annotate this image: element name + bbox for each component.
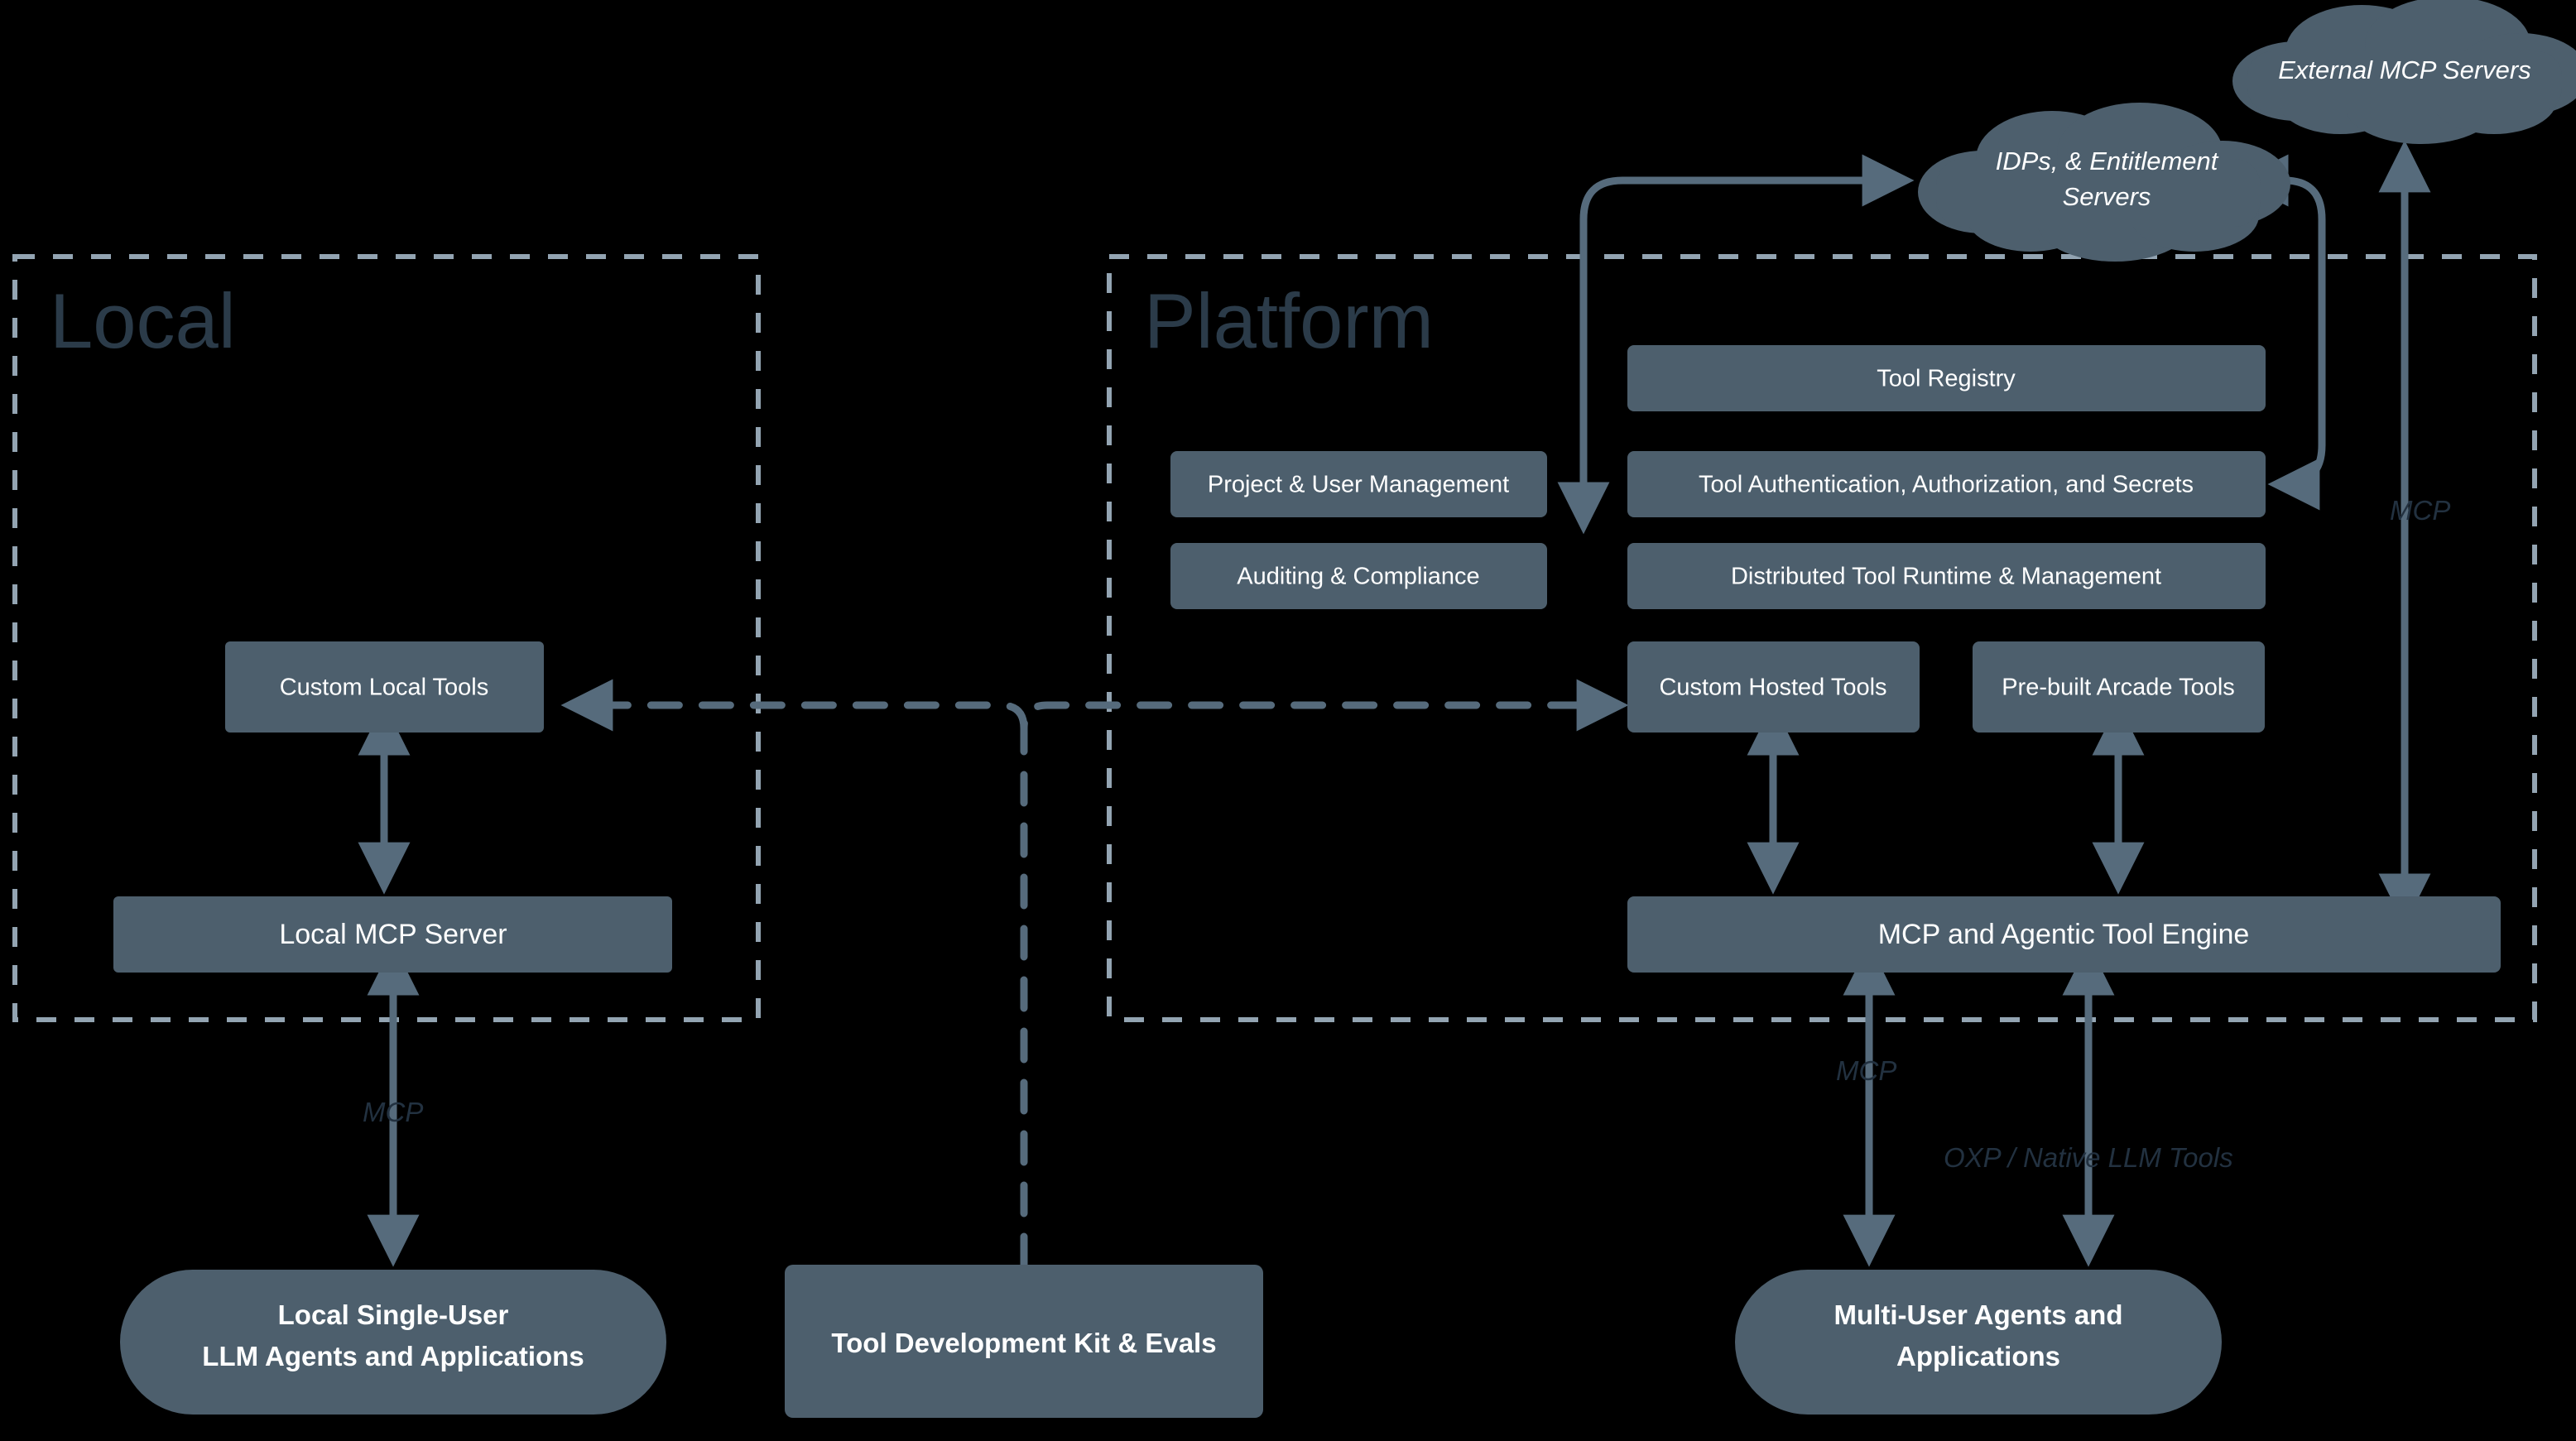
node-prebuilt-arcade-tools-label: Pre-built Arcade Tools bbox=[2002, 675, 2235, 701]
node-local-mcp-server-label: Local MCP Server bbox=[279, 919, 507, 950]
edge-label-mcp-agents: MCP bbox=[1836, 1055, 1896, 1086]
edge-toolkit-branch bbox=[560, 679, 1629, 1269]
node-tool-authentication-label: Tool Authentication, Authorization, and … bbox=[1699, 472, 2194, 498]
node-local-single-user-agents[interactable]: Local Single-User LLM Agents and Applica… bbox=[120, 1270, 666, 1415]
node-multi-user-agents-line1: Multi-User Agents and bbox=[1834, 1299, 2123, 1330]
node-custom-hosted-tools[interactable]: Custom Hosted Tools bbox=[1627, 641, 1920, 733]
node-tool-development-kit[interactable]: Tool Development Kit & Evals bbox=[785, 1265, 1263, 1418]
edge-label-mcp-local: MCP bbox=[363, 1097, 423, 1127]
node-local-mcp-server[interactable]: Local MCP Server bbox=[113, 896, 672, 973]
node-mcp-agentic-tool-engine[interactable]: MCP and Agentic Tool Engine bbox=[1627, 896, 2501, 973]
node-local-single-user-agents-line2: LLM Agents and Applications bbox=[202, 1341, 584, 1371]
node-tool-registry[interactable]: Tool Registry bbox=[1627, 345, 2266, 411]
node-prebuilt-arcade-tools[interactable]: Pre-built Arcade Tools bbox=[1973, 641, 2265, 733]
node-project-user-management-label: Project & User Management bbox=[1208, 472, 1509, 498]
node-custom-local-tools[interactable]: Custom Local Tools bbox=[225, 641, 544, 733]
node-distributed-tool-runtime-label: Distributed Tool Runtime & Management bbox=[1731, 564, 2161, 590]
node-local-single-user-agents-line1: Local Single-User bbox=[278, 1299, 509, 1330]
cloud-idps-entitlement-servers-line2: Servers bbox=[2063, 182, 2151, 211]
cloud-idps-entitlement-servers-line1: IDPs, & Entitlement bbox=[1996, 147, 2219, 175]
node-tool-registry-label: Tool Registry bbox=[1877, 366, 2016, 392]
node-multi-user-agents-line2: Applications bbox=[1896, 1341, 2060, 1371]
node-mcp-agentic-tool-engine-label: MCP and Agentic Tool Engine bbox=[1878, 919, 2250, 950]
edge-label-mcp-external: MCP bbox=[2390, 495, 2450, 526]
node-tool-authentication[interactable]: Tool Authentication, Authorization, and … bbox=[1627, 451, 2266, 517]
edge-projectmgmt-idps bbox=[1557, 154, 1915, 535]
node-distributed-tool-runtime[interactable]: Distributed Tool Runtime & Management bbox=[1627, 543, 2266, 609]
cloud-external-mcp-servers[interactable]: External MCP Servers bbox=[2232, 0, 2576, 144]
zone-local-title: Local bbox=[50, 277, 236, 364]
edge-label-oxp-native-llm-tools: OXP / Native LLM Tools bbox=[1944, 1142, 2233, 1173]
edge-idps-toolauth bbox=[2236, 154, 2326, 511]
node-multi-user-agents[interactable]: Multi-User Agents and Applications bbox=[1735, 1270, 2222, 1415]
zone-platform: Platform bbox=[1107, 254, 2537, 1022]
cloud-external-mcp-servers-label: External MCP Servers bbox=[2278, 55, 2531, 84]
node-project-user-management[interactable]: Project & User Management bbox=[1170, 451, 1547, 517]
node-auditing-compliance[interactable]: Auditing & Compliance bbox=[1170, 543, 1547, 609]
node-auditing-compliance-label: Auditing & Compliance bbox=[1237, 564, 1479, 590]
zone-platform-title: Platform bbox=[1144, 277, 1434, 364]
cloud-idps-entitlement-servers[interactable]: IDPs, & Entitlement Servers bbox=[1918, 103, 2290, 262]
node-custom-local-tools-label: Custom Local Tools bbox=[280, 675, 489, 701]
node-tool-development-kit-label: Tool Development Kit & Evals bbox=[831, 1328, 1216, 1358]
node-custom-hosted-tools-label: Custom Hosted Tools bbox=[1659, 675, 1886, 701]
